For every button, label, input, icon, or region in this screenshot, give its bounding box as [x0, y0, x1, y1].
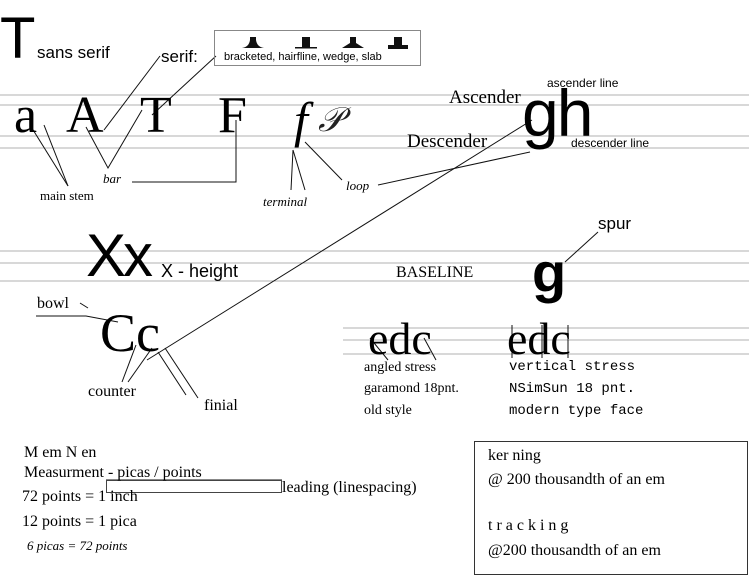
hairline-serif-icon	[295, 37, 317, 49]
garamond-label: garamond 18pnt.	[364, 381, 459, 396]
slab-serif-icon	[388, 37, 408, 49]
letter-A: A	[66, 87, 104, 144]
points-inch-label: 72 points = 1 inch	[22, 488, 138, 505]
xx-letters: Xx	[86, 222, 153, 289]
old-style-label: old style	[364, 403, 412, 418]
terminal-leader	[290, 149, 306, 191]
bracketed-serif-icon	[242, 37, 264, 48]
diagonal-leader	[146, 119, 533, 361]
kerning-label: ker ning	[488, 447, 541, 464]
descender-label: Descender	[407, 131, 488, 152]
tracking-value: @200 thousandth of an em	[488, 542, 661, 559]
spur-leader	[564, 231, 599, 263]
leading-box	[106, 480, 282, 493]
vertical-stress-label: vertical stress	[509, 359, 636, 375]
counter-leader	[121, 344, 137, 383]
letter-script-p: 𝒫	[318, 102, 343, 139]
ascender-line-label: ascender line	[547, 76, 619, 90]
main-stem-leader	[29, 124, 69, 187]
counter-leader	[127, 347, 153, 383]
modern-type-label: modern type face	[509, 403, 644, 419]
tracking-label: t r a c k i n g	[488, 517, 569, 534]
edc-garamond: edc	[368, 313, 432, 364]
finial-leader	[164, 347, 199, 399]
main-stem-label: main stem	[40, 188, 94, 203]
picas-points-label: 6 picas = 72 points	[27, 538, 128, 553]
spur-label: spur	[598, 214, 632, 233]
bowl-leader	[36, 315, 119, 323]
bowl-label: bowl	[37, 295, 69, 312]
letter-T: T	[140, 87, 172, 144]
x-height-label: X - height	[161, 261, 239, 281]
loop-label: loop	[346, 178, 370, 193]
finial-leader	[157, 351, 187, 396]
serif-types-text: bracketed, hairfline, wedge, slab	[224, 51, 382, 63]
bar-leader	[132, 120, 237, 183]
descender-line-label: descender line	[571, 136, 650, 150]
stress-leader	[423, 337, 437, 361]
sans-serif-big-letter: T	[0, 6, 36, 71]
gh-letters: gh	[522, 76, 593, 150]
leading-label: leading (linespacing)	[282, 479, 417, 496]
serif-types-box	[214, 30, 421, 66]
letter-F: F	[218, 87, 247, 144]
angled-stress-label: angled stress	[364, 360, 436, 375]
kerning-tracking-box	[474, 441, 748, 575]
ascender-label: Ascender	[449, 87, 521, 108]
cc-letters: Cc	[100, 303, 160, 363]
bar-leader	[85, 109, 143, 170]
letter-f-italic: f	[294, 92, 308, 148]
serif-label: serif:	[161, 47, 198, 66]
kerning-value: @ 200 thousandth of an em	[488, 471, 665, 488]
letter-g-sans: g	[532, 241, 567, 304]
baseline-label: BASELINE	[396, 264, 474, 281]
nsimsun-label: NSimSun 18 pnt.	[509, 381, 636, 397]
bar-label: bar	[103, 171, 122, 186]
sans-serif-label: sans serif	[37, 43, 110, 62]
serif-leader	[151, 55, 217, 116]
em-en-label: M em N en	[24, 444, 97, 461]
loop-leader	[304, 141, 343, 181]
finial-label: finial	[204, 397, 238, 414]
measurement-label: Measurment - picas / points	[24, 464, 202, 481]
edc-modern: edc	[507, 313, 571, 364]
letter-a: a	[14, 87, 38, 144]
counter-label: counter	[88, 383, 136, 400]
bowl-leader	[79, 302, 89, 309]
main-stem-leader	[43, 124, 69, 187]
points-pica-label: 12 points = 1 pica	[22, 513, 137, 530]
wedge-serif-icon	[342, 37, 364, 48]
stress-leader	[369, 337, 389, 361]
serif-leader	[103, 55, 161, 131]
terminal-label: terminal	[263, 194, 308, 209]
